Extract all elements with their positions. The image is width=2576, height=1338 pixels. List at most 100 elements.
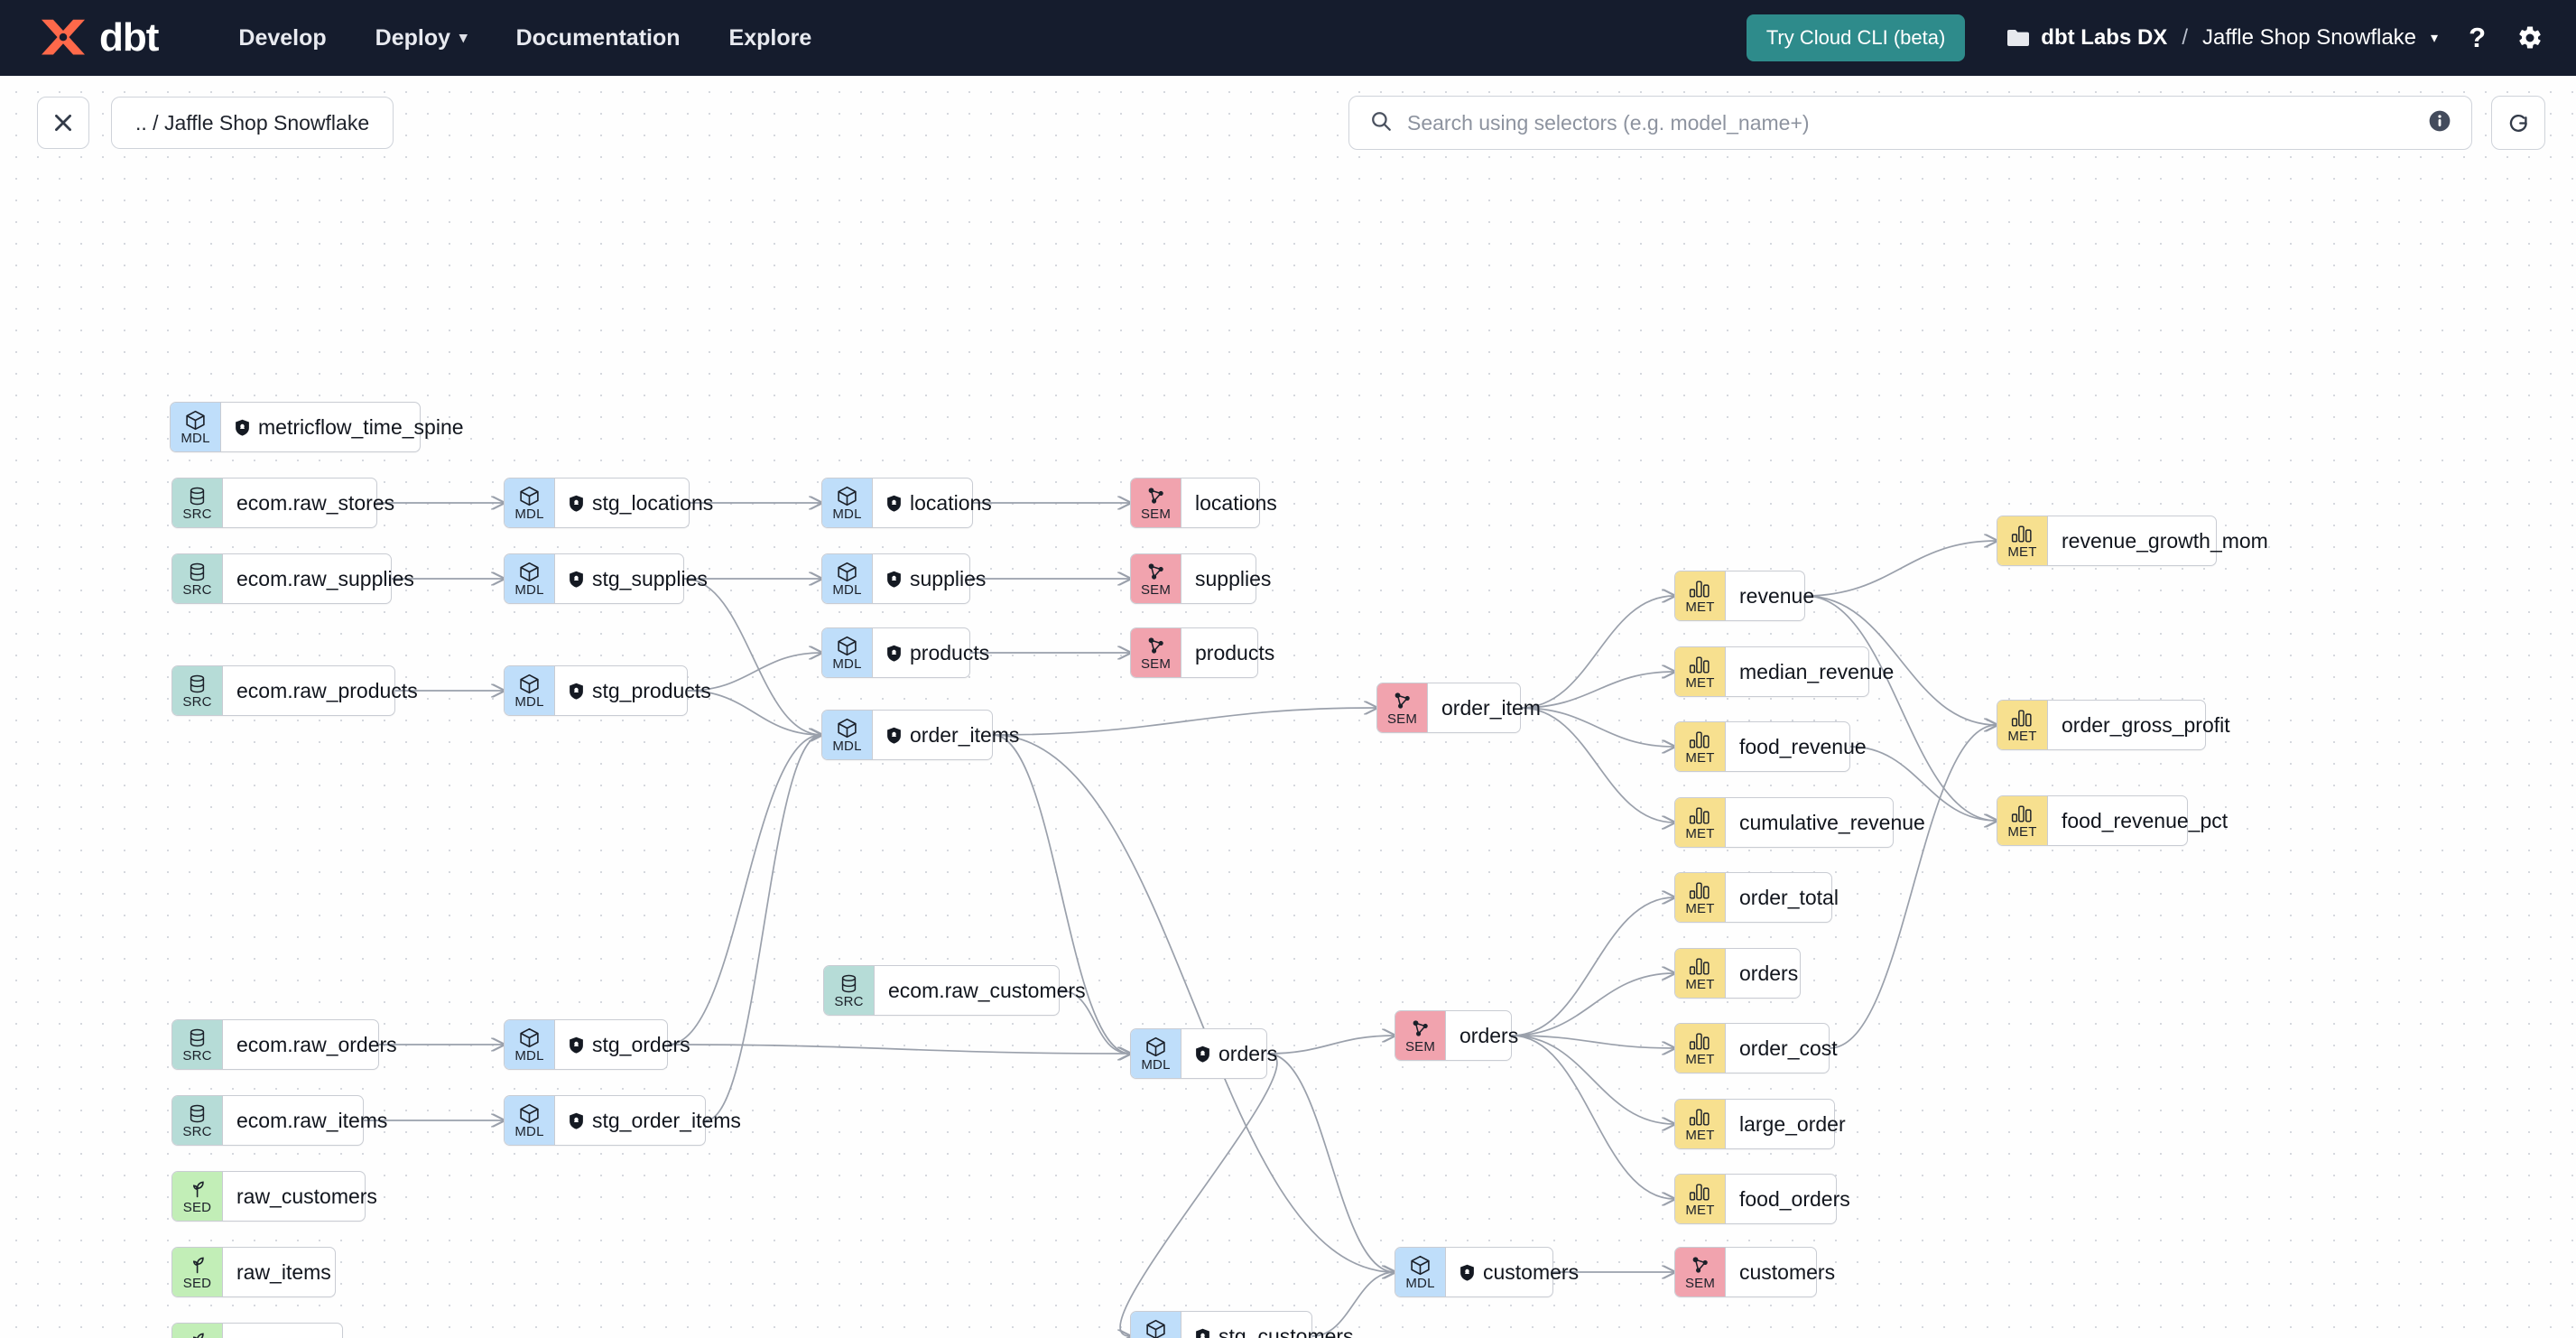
src-icon (187, 1027, 208, 1048)
node-type-abbrev: MDL (832, 656, 862, 672)
account-project-breadcrumb[interactable]: dbt Labs DX / Jaffle Shop Snowflake ▾ (2006, 25, 2438, 51)
nav-link-explore[interactable]: Explore (705, 16, 837, 60)
graph-node-ecom_raw_orders[interactable]: SRC ecom.raw_orders (171, 1019, 397, 1070)
met-icon (1689, 955, 1711, 977)
sem-icon (1145, 635, 1167, 656)
graph-edge (1804, 595, 1997, 821)
graph-node-stg_supplies[interactable]: MDL stg_supplies (504, 553, 708, 604)
mdl-icon (836, 561, 858, 582)
search-input[interactable]: Search using selectors (e.g. model_name+… (1407, 110, 1810, 135)
graph-node-stg_customers[interactable]: MDL stg_customers (1130, 1311, 1354, 1338)
account-org-label: dbt Labs DX (2041, 25, 2168, 50)
help-icon[interactable]: ? (2469, 22, 2486, 53)
sem-icon (1145, 485, 1167, 506)
graph-node-metricflow_time_spine[interactable]: MDL metricflow_time_spine (170, 402, 464, 452)
sed-type-badge: SED (172, 1248, 223, 1296)
dbt-brand[interactable]: dbt (32, 15, 159, 60)
sem-icon (1145, 561, 1167, 582)
graph-node-m_products[interactable]: MDL products (821, 627, 989, 678)
node-label: stg_order_items (592, 1108, 741, 1132)
graph-edge (683, 578, 821, 735)
src-type-badge: SRC (172, 1096, 223, 1145)
node-label: ecom.raw_orders (236, 1032, 397, 1056)
graph-node-stg_order_items[interactable]: MDL stg_order_items (504, 1095, 741, 1146)
graph-node-stg_locations[interactable]: MDL stg_locations (504, 478, 713, 528)
node-type-abbrev: MDL (1141, 1057, 1171, 1073)
node-type-abbrev: MDL (181, 431, 210, 446)
node-body: products (1181, 628, 1290, 677)
lineage-graph-canvas[interactable]: .. / Jaffle Shop Snowflake Search using … (0, 76, 2576, 1338)
node-type-abbrev: MDL (514, 506, 544, 522)
mdl-type-badge: MDL (1395, 1248, 1446, 1296)
sem-type-badge: SEM (1131, 628, 1181, 677)
graph-edge (1520, 707, 1674, 822)
met-type-badge: MET (1675, 1175, 1726, 1223)
nav-link-develop[interactable]: Develop (214, 16, 350, 60)
gear-icon[interactable] (2516, 24, 2544, 51)
public-access-shield-icon (886, 727, 902, 744)
node-type-abbrev: SRC (182, 582, 212, 598)
graph-edge (992, 708, 1376, 736)
node-body: locations (873, 479, 1007, 527)
dbt-wordmark: dbt (99, 15, 159, 60)
close-icon[interactable] (37, 97, 89, 149)
graph-node-m_supplies[interactable]: MDL supplies (821, 553, 986, 604)
graph-node-m_customers[interactable]: MDL customers (1395, 1247, 1579, 1297)
nav-link-deploy[interactable]: Deploy ▾ (351, 16, 492, 60)
info-icon[interactable] (2428, 109, 2451, 137)
refresh-icon[interactable] (2491, 96, 2545, 150)
primary-nav-links: Develop Deploy ▾ Documentation Explore (214, 16, 836, 60)
top-navigation-bar: dbt Develop Deploy ▾ Documentation Explo… (0, 0, 2576, 76)
met-icon (1689, 1106, 1711, 1128)
sed-type-badge: SED (172, 1324, 223, 1338)
node-type-abbrev: SEM (1404, 1039, 1436, 1055)
try-cloud-cli-button[interactable]: Try Cloud CLI (beta) (1746, 14, 1966, 61)
nav-link-documentation-label: Documentation (515, 24, 681, 51)
met-icon (2011, 707, 2034, 729)
graph-node-m_locations[interactable]: MDL locations (821, 478, 992, 528)
breadcrumb[interactable]: .. / Jaffle Shop Snowflake (111, 97, 394, 149)
public-access-shield-icon (1195, 1328, 1210, 1338)
graph-node-stg_orders[interactable]: MDL stg_orders (504, 1019, 690, 1070)
mdl-icon (518, 1102, 541, 1124)
graph-node-m_order_items[interactable]: MDL order_items (821, 710, 1019, 760)
graph-edge (1520, 672, 1674, 709)
nav-link-documentation[interactable]: Documentation (492, 16, 705, 60)
mdl-icon (836, 635, 858, 656)
nav-link-deploy-label: Deploy (375, 24, 451, 51)
met-type-badge: MET (1675, 798, 1726, 847)
node-body: supplies (1181, 554, 1286, 603)
search-bar[interactable]: Search using selectors (e.g. model_name+… (1348, 96, 2472, 150)
node-type-abbrev: SRC (182, 1124, 212, 1139)
graph-node-stg_products[interactable]: MDL stg_products (504, 665, 711, 716)
graph-node-m_orders[interactable]: MDL orders (1130, 1028, 1277, 1079)
src-type-badge: SRC (172, 1020, 223, 1069)
